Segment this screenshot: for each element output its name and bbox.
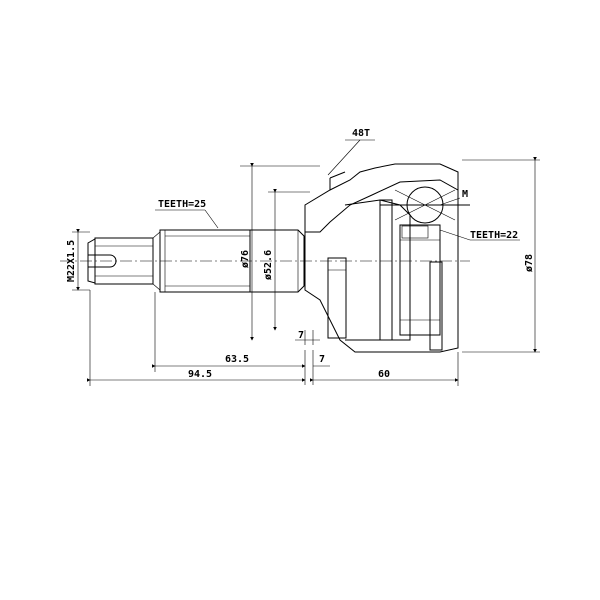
label-teeth-22: TEETH=22 [470, 230, 518, 241]
label-94-5: 94.5 [188, 369, 212, 380]
label-60: 60 [378, 369, 390, 380]
label-m: M [462, 189, 468, 200]
label-7-upper: 7 [298, 330, 304, 341]
outer-housing [304, 163, 470, 353]
label-thread: M22X1.5 [66, 240, 77, 282]
label-dia-78: ø78 [524, 254, 535, 272]
label-dia-52-6: ø52.6 [263, 250, 274, 280]
label-63-5: 63.5 [225, 354, 249, 365]
splined-shaft [159, 229, 305, 293]
label-dia-76: ø76 [240, 250, 251, 268]
threaded-end [87, 231, 161, 291]
label-7-lower: 7 [319, 354, 325, 365]
label-48t: 48T [352, 128, 370, 139]
label-teeth-25: TEETH=25 [158, 199, 206, 210]
